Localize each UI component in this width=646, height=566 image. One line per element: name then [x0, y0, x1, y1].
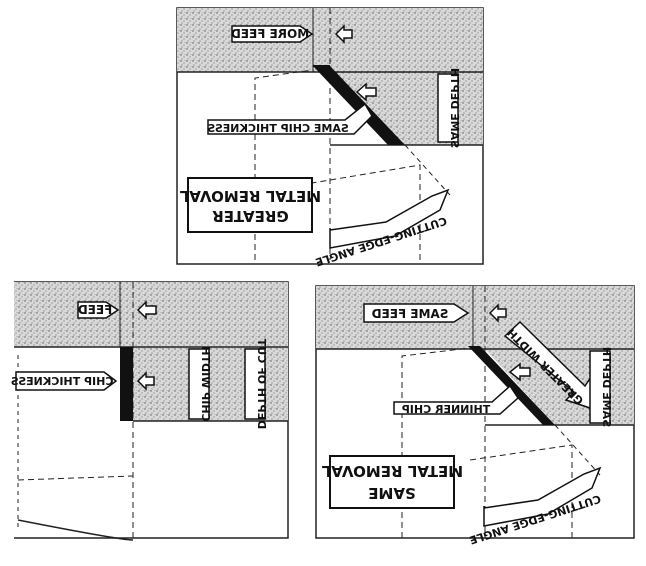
left-chip-thickness-indicator-arrow: [136, 371, 155, 391]
left-chip-thickness-label: CHIP THICKNESS: [11, 375, 114, 388]
top-same-chip-thickness-label: SAME CHIP THICKNESS: [207, 122, 349, 135]
right-same-feed-arrow: SAME FEED: [363, 303, 470, 323]
left-depth-of-cut-bracket: DEPTH OF CUT: [244, 338, 268, 429]
left-feed-arrow: FEED: [77, 301, 120, 319]
right-same-depth-label: SAME DEPTH: [600, 347, 613, 427]
right-metal-removal-label: METAL REMOVAL: [321, 462, 463, 480]
top-more-feed-label: MORE FEED: [231, 27, 309, 41]
right-same-label: SAME: [368, 484, 416, 502]
top-chip-pointer-arrow: [355, 82, 377, 102]
top-same-depth-bracket: SAME DEPTH: [437, 68, 461, 148]
left-depth-of-cut-label: DEPTH OF CUT: [255, 338, 268, 429]
left-feed-indicator-arrow: [136, 300, 157, 320]
left-feed-label: FEED: [78, 303, 113, 317]
left-chip-width-label: CHIP WIDTH: [199, 346, 212, 421]
top-panel: MORE FEED SAME CHIP THICKNESS SAME DEPTH…: [176, 7, 484, 269]
top-more-feed-arrow: MORE FEED: [231, 25, 314, 43]
right-thinner-chip-arrow: THINNER CHIP: [393, 384, 519, 416]
right-same-metal-removal-box: METAL REMOVAL SAME: [321, 455, 463, 509]
top-greater-label: GREATER: [212, 207, 289, 225]
right-same-feed-label: SAME FEED: [372, 307, 449, 321]
top-same-depth-label: SAME DEPTH: [448, 68, 461, 148]
left-chip-thickness-arrow: CHIP THICKNESS: [11, 371, 118, 391]
right-panel: SAME FEED GREATER WIDTH SAME DEPTH THINN…: [315, 285, 635, 547]
right-chip-pointer-arrow: [508, 362, 531, 382]
top-same-chip-thickness-arrow: SAME CHIP THICKNESS: [207, 102, 373, 135]
top-feed-indicator-arrow: [334, 24, 353, 44]
left-chip: [120, 347, 133, 421]
top-metal-removal-label: METAL REMOVAL: [179, 187, 321, 205]
right-same-depth-bracket: SAME DEPTH: [589, 347, 613, 427]
left-chip-width-bracket: CHIP WIDTH: [188, 346, 212, 422]
top-chip: [313, 66, 405, 145]
right-chip: [468, 346, 555, 425]
right-feed-indicator-arrow: [488, 303, 507, 323]
top-greater-metal-removal-box: GREATER METAL REMOVAL: [179, 177, 321, 233]
left-panel: FEED CHIP THICKNESS CHIP WIDTH DEPTH OF …: [11, 281, 289, 541]
right-thinner-chip-label: THINNER CHIP: [402, 403, 490, 416]
